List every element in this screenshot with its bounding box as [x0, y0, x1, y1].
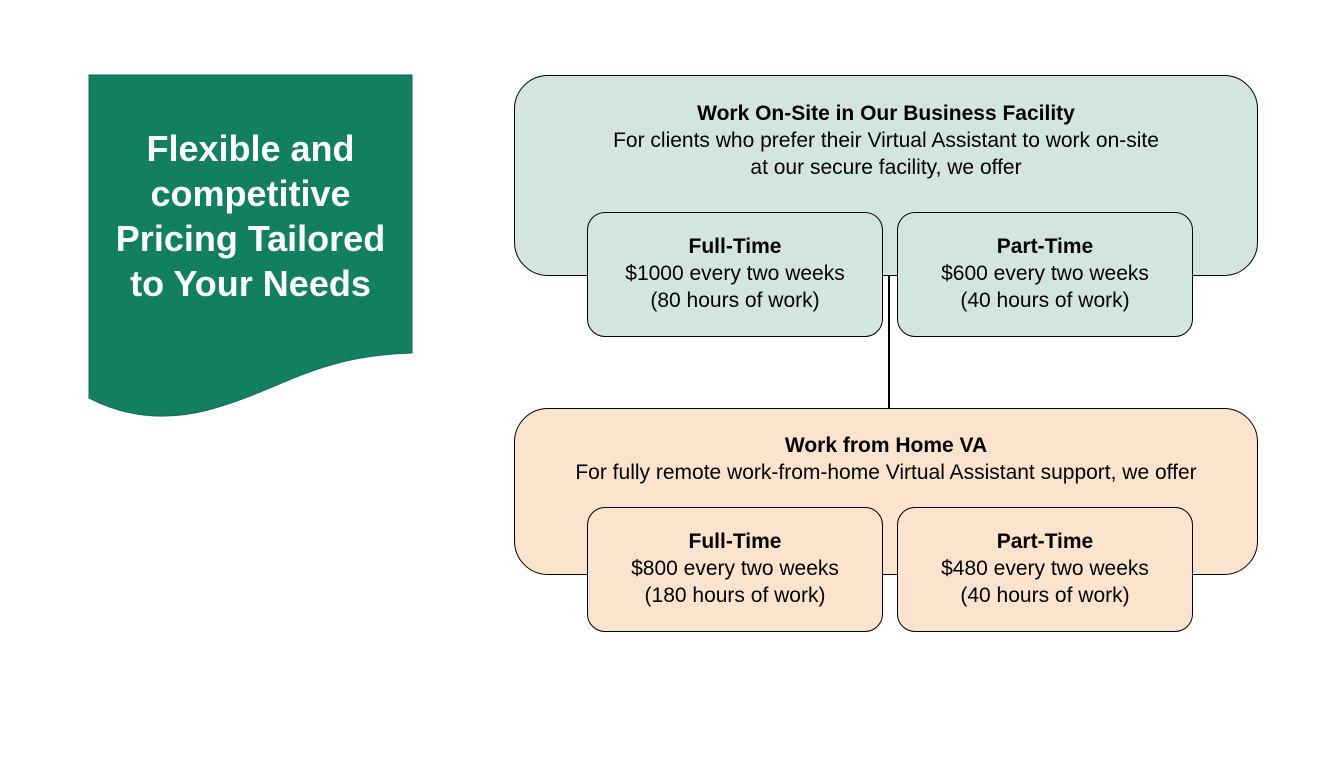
- option-price: $480 every two weeks: [941, 557, 1149, 580]
- option-label: Full-Time: [688, 530, 782, 553]
- option-hours: (80 hours of work): [650, 289, 820, 312]
- option-hours: (40 hours of work): [960, 584, 1130, 607]
- option-price: $600 every two weeks: [941, 262, 1149, 285]
- onsite-title: Work On-Site in Our Business Facility: [697, 102, 1075, 125]
- option-label: Part-Time: [996, 235, 1094, 258]
- connector-line: [888, 274, 890, 410]
- banner-title: Flexible and competitive Pricing Tailore…: [115, 128, 386, 304]
- option-label: Part-Time: [996, 530, 1094, 553]
- onsite-description: For clients who prefer their Virtual Ass…: [613, 129, 1159, 179]
- option-price: $1000 every two weeks: [625, 262, 845, 285]
- onsite-full-time-option: Full-Time $1000 every two weeks (80 hour…: [587, 212, 883, 337]
- remote-description: For fully remote work-from-home Virtual …: [575, 461, 1197, 484]
- onsite-part-time-option: Part-Time $600 every two weeks (40 hours…: [897, 212, 1193, 337]
- remote-part-time-option: Part-Time $480 every two weeks (40 hours…: [897, 507, 1193, 632]
- option-hours: (40 hours of work): [960, 289, 1130, 312]
- option-label: Full-Time: [688, 235, 782, 258]
- option-hours: (180 hours of work): [644, 584, 826, 607]
- pricing-banner: Flexible and competitive Pricing Tailore…: [88, 74, 413, 419]
- remote-full-time-option: Full-Time $800 every two weeks (180 hour…: [587, 507, 883, 632]
- option-price: $800 every two weeks: [631, 557, 839, 580]
- remote-title: Work from Home VA: [784, 434, 988, 457]
- banner-shape: [88, 74, 413, 417]
